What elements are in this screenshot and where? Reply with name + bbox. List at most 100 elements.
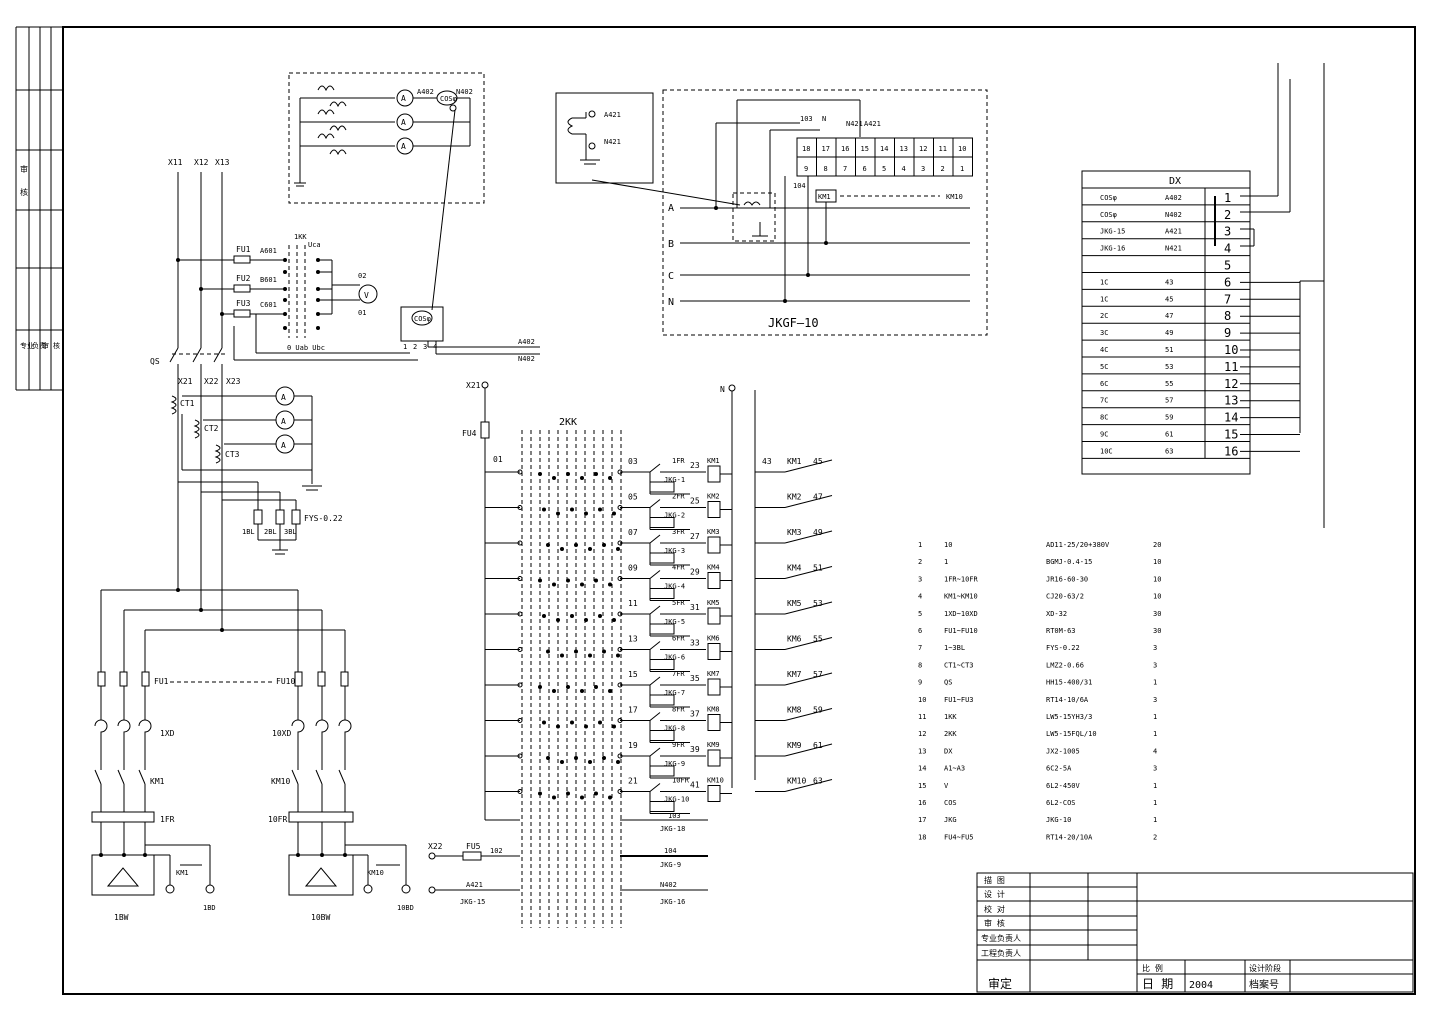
material-symbol: 1FR~10FR xyxy=(944,575,979,583)
fr-label: 10FR xyxy=(672,777,690,785)
dx-row-code: 57 xyxy=(1165,397,1173,405)
date-label: 日 期 xyxy=(1142,977,1173,991)
wire-label: JKG-15 xyxy=(460,898,485,906)
km-label: KM4 xyxy=(787,564,802,573)
wire-label: N402 xyxy=(660,881,677,889)
switch-dot xyxy=(580,795,584,800)
voltage-label: Uca xyxy=(308,241,321,249)
feeder-left: FU1 1XD KM1 1FR 1BW KM1 1BD xyxy=(91,590,274,922)
relay-box: A421 N421 xyxy=(555,92,741,206)
fr-label: 5FR xyxy=(672,599,685,607)
switch-dot xyxy=(546,756,550,760)
material-model: 6C2-5A xyxy=(1046,765,1072,773)
dx-row-name: 6C xyxy=(1100,380,1108,388)
arrester-symbol xyxy=(253,509,263,525)
wire-number: 15 xyxy=(628,670,638,679)
fr-contact xyxy=(649,605,661,615)
switch-dot xyxy=(538,685,542,689)
km-label: KM6 xyxy=(787,635,802,644)
strip-label: 核 xyxy=(20,187,28,197)
dx-row-number: 10 xyxy=(1224,343,1238,357)
dx-row-number: 6 xyxy=(1224,275,1231,289)
wire-number: 09 xyxy=(628,564,638,573)
switch-dot xyxy=(594,685,598,689)
wire-number: 57 xyxy=(813,670,823,679)
material-qty: 3 xyxy=(1153,644,1157,652)
wire-number: 55 xyxy=(813,635,823,644)
cos-meter-label: COSφ xyxy=(414,315,431,323)
dx-row-number: 8 xyxy=(1224,309,1231,323)
fuse-label: FU1 xyxy=(236,245,251,254)
wire-number: 03 xyxy=(628,457,638,466)
ammeter-label: A xyxy=(401,118,406,127)
wire-number: 45 xyxy=(813,457,823,466)
wire-label: A421 xyxy=(604,111,621,119)
dx-row-code: 53 xyxy=(1165,363,1173,371)
km-label: KM1 xyxy=(150,777,165,786)
km-coil xyxy=(707,536,721,554)
switch-dot xyxy=(598,507,602,512)
bus-label: X21 xyxy=(178,377,193,386)
km-coil xyxy=(707,501,721,518)
wire-label: JKG-16 xyxy=(660,898,685,906)
switch-dot xyxy=(556,618,560,622)
output-contact xyxy=(784,779,833,792)
fr-label: 6FR xyxy=(672,635,685,643)
strip-label: 审 xyxy=(42,341,49,350)
material-model: 6L2-450V xyxy=(1046,782,1081,790)
switch-dot xyxy=(538,791,542,796)
bus-label: X11 xyxy=(168,158,183,167)
fuse-label: FU2 xyxy=(236,274,251,283)
terminal-number: 39 xyxy=(690,745,700,754)
material-symbol: KM1~KM10 xyxy=(944,593,978,601)
material-symbol: A1~A3 xyxy=(944,765,965,773)
terminal-number: 10 xyxy=(958,145,966,153)
switch-dot xyxy=(588,653,592,658)
switch-dot xyxy=(588,547,592,551)
strip-label: 专业 xyxy=(20,341,34,350)
km-coil xyxy=(707,572,721,589)
archive-label: 档案号 xyxy=(1249,978,1279,991)
terminal-number: 7 xyxy=(843,165,847,173)
switch-dot xyxy=(552,476,556,480)
material-symbol: 1~3BL xyxy=(944,644,965,652)
wire-number: 53 xyxy=(813,599,823,608)
capacitor-label: 1BW xyxy=(114,913,129,922)
material-model: LMZ2-0.66 xyxy=(1046,661,1084,669)
jkg-label: JKG-10 xyxy=(664,796,689,804)
switch-dot xyxy=(584,618,588,622)
km-label: KM2 xyxy=(787,493,802,502)
fuse-symbol xyxy=(462,851,482,861)
km-label: KM6 xyxy=(707,635,720,643)
terminal-number: 23 xyxy=(690,461,700,470)
jkgf-title: JKGF—10 xyxy=(768,316,819,330)
terminal-number: 2 xyxy=(941,165,945,173)
fr-label: 2FR xyxy=(672,493,685,501)
material-model: JR16-60-30 xyxy=(1046,575,1088,583)
fr-label: 7FR xyxy=(672,670,685,678)
title-row-label: 校 对 xyxy=(984,904,1005,914)
km-label: KM10 xyxy=(707,777,724,785)
capacitor-bank xyxy=(288,854,354,896)
bus-label: X12 xyxy=(194,158,209,167)
output-contact xyxy=(784,743,833,757)
material-model: FYS-0.22 xyxy=(1046,644,1080,652)
wire-label: N402 xyxy=(518,355,535,363)
dx-row-number: 16 xyxy=(1224,444,1238,458)
switch-dot xyxy=(542,507,546,512)
material-symbol: 10 xyxy=(944,541,952,549)
wire-label: 01 xyxy=(493,455,503,464)
switch-dot xyxy=(608,582,612,587)
terminal-number: 12 xyxy=(919,145,927,153)
terminal-label: A421 xyxy=(864,120,881,128)
dx-row-name: 1C xyxy=(1100,295,1108,303)
terminal-number: 37 xyxy=(690,710,700,719)
switch-dot xyxy=(584,724,588,729)
fr-contact xyxy=(649,641,661,650)
km-coil xyxy=(707,678,721,696)
strip-label: 审 xyxy=(20,164,28,174)
switch-dot xyxy=(598,614,602,618)
switch-dot xyxy=(566,791,570,796)
terminal-number: 41 xyxy=(690,781,700,790)
